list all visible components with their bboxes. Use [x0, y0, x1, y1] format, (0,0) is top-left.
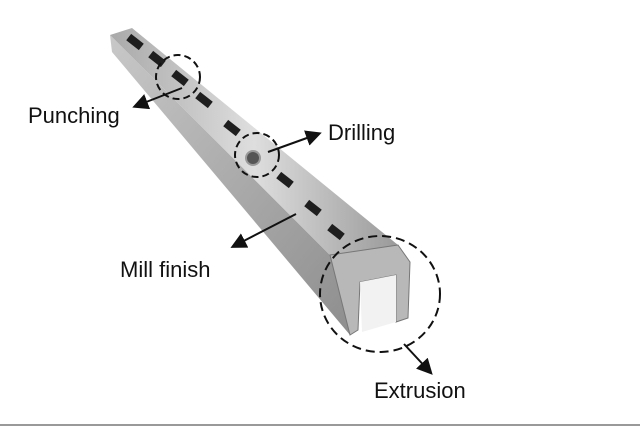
rail-top-face: [110, 28, 398, 255]
punched-slot: [171, 69, 189, 87]
label-punching: Punching: [28, 103, 120, 128]
drilling-callout-circle: [234, 132, 280, 178]
label-mill-finish: Mill finish: [120, 257, 211, 282]
rail-side-face: [110, 35, 350, 335]
punched-slot: [304, 199, 322, 217]
label-drilling: Drilling: [328, 120, 396, 145]
extrusion-arrow: [403, 343, 433, 375]
punched-slot: [126, 33, 144, 51]
punched-slot: [276, 171, 294, 189]
drilled-hole: [245, 150, 261, 166]
mill-finish-arrow: [230, 213, 297, 248]
punched-slot: [195, 91, 213, 109]
punched-slot: [327, 223, 345, 241]
label-extrusion: Extrusion: [374, 378, 466, 403]
punched-slot: [223, 119, 241, 137]
punched-slots: [126, 33, 345, 241]
drilling-arrow: [267, 130, 322, 153]
punching-callout-circle: [155, 54, 201, 100]
extrusion-callout-circle: [319, 235, 441, 353]
punching-arrow: [132, 87, 183, 110]
